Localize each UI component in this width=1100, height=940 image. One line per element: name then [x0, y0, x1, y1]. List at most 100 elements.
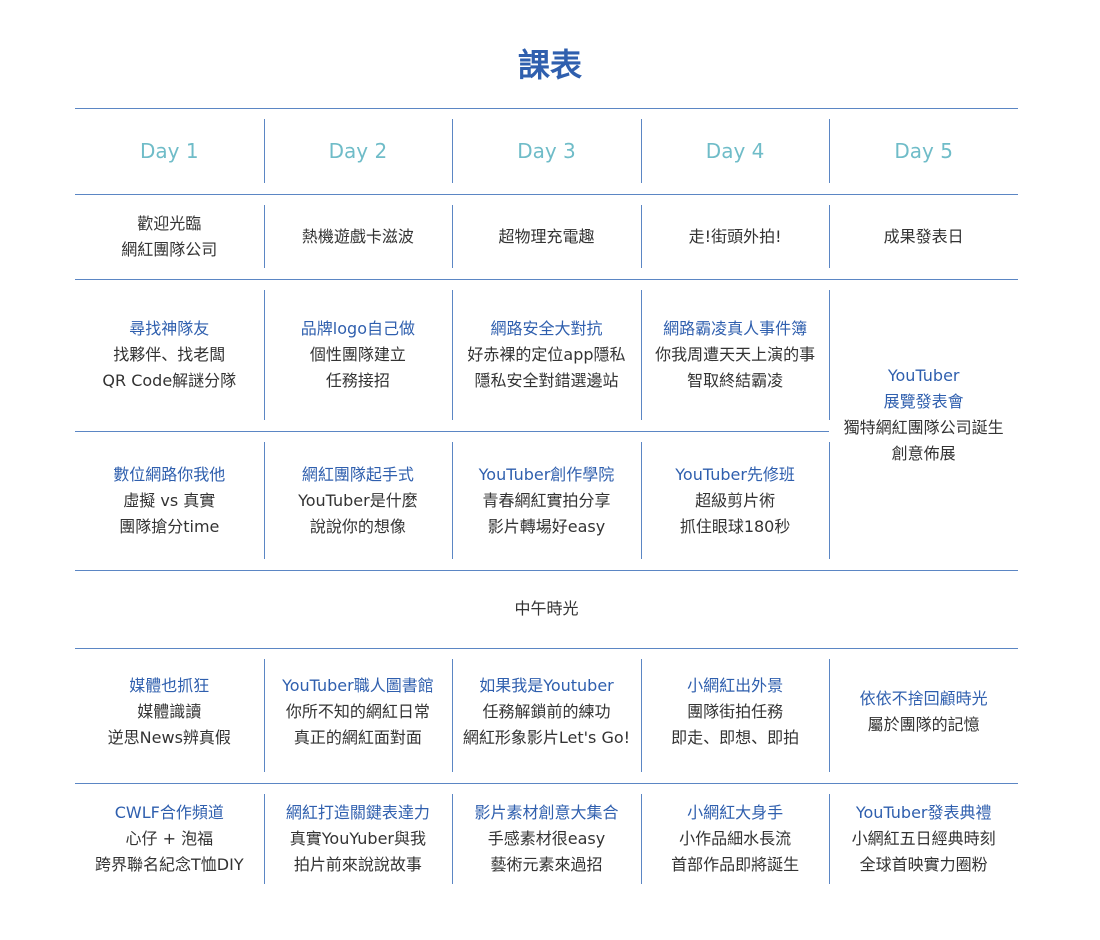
session-line: 個性團隊建立	[309, 345, 406, 364]
session-line: 任務解鎖前的練功	[482, 701, 611, 721]
session-cell: YouTuber職人圖書館你所不知的網紅日常真正的網紅面對面	[264, 648, 453, 775]
divider	[75, 783, 1018, 784]
theme-line: 走!街頭外拍!	[688, 226, 782, 246]
divider	[829, 205, 830, 268]
session-title: 網路霸凌真人事件簿	[663, 319, 808, 338]
divider	[641, 442, 642, 559]
divider	[452, 442, 453, 559]
divider	[452, 794, 453, 884]
session-cell: YouTuber發表典禮小網紅五日經典時刻全球首映實力圈粉	[829, 783, 1018, 895]
divider	[829, 442, 830, 559]
page-title: 課表	[517, 46, 582, 84]
divider	[264, 794, 265, 884]
session-line: 超級剪片術	[695, 490, 776, 510]
session-line: 你所不知的網紅日常	[285, 701, 430, 721]
theme-line: 成果發表日	[883, 226, 964, 246]
session-title: YouTuber	[887, 365, 960, 385]
session-title: YouTuber職人圖書館	[282, 675, 434, 695]
session-line: YouTuber是什麼	[298, 490, 418, 510]
lunch-label: 中午時光	[514, 599, 579, 618]
divider	[264, 205, 265, 268]
session-title: 小網紅大身手	[687, 803, 784, 822]
theme-line: 熱機遊戲卡滋波	[301, 226, 414, 246]
session-line: 小網紅五日經典時刻	[851, 829, 996, 848]
session-line: 即走、即想、即拍	[671, 727, 800, 747]
divider	[264, 659, 265, 772]
session-cell: 品牌logo自己做個性團隊建立任務接招	[264, 279, 453, 431]
session-line: 好赤裸的定位app隱私	[467, 345, 626, 364]
day-header: Day 3	[452, 108, 641, 194]
session-title: 依依不捨回顧時光	[859, 688, 988, 708]
day-label: Day 5	[894, 139, 953, 163]
divider	[75, 279, 1018, 280]
divider	[264, 442, 265, 559]
day-header: Day 4	[641, 108, 830, 194]
session-title: 網紅團隊起手式	[301, 464, 414, 484]
session-cell: 依依不捨回顧時光屬於團隊的記憶	[829, 648, 1018, 775]
session-line: 虛擬 vs 真實	[123, 490, 216, 510]
session-line: 任務接招	[325, 371, 390, 390]
session-line: 全球首映實力圈粉	[859, 855, 988, 874]
session-title: YouTuber創作學院	[478, 464, 615, 484]
session-line: 創意佈展	[891, 443, 956, 463]
session-line: 青春網紅實拍分享	[482, 490, 611, 510]
divider	[75, 194, 1018, 195]
lunch-row: 中午時光	[75, 570, 1018, 648]
session-title: 數位網路你我他	[113, 464, 226, 484]
session-cell: 網路安全大對抗好赤裸的定位app隱私隱私安全對錯選邊站	[452, 279, 641, 431]
session-line: 心仔 + 泡福	[125, 829, 214, 848]
divider	[75, 108, 1018, 109]
session-line: 團隊街拍任務	[687, 701, 784, 721]
day-label: Day 4	[705, 139, 765, 163]
session-line: 拍片前來說說故事	[293, 855, 422, 874]
divider	[75, 648, 1018, 649]
session-cell: 數位網路你我他虛擬 vs 真實團隊搶分time	[75, 431, 264, 570]
divider	[829, 290, 830, 420]
session-line: 智取終結霸凌	[687, 371, 784, 390]
session-line: 獨特網紅團隊公司誕生	[843, 417, 1004, 437]
session-cell: 小網紅大身手小作品細水長流首部作品即將誕生	[641, 783, 830, 895]
session-cell: CWLF合作頻道心仔 + 泡福跨界聯名紀念T恤DIY	[75, 783, 264, 895]
day-header: Day 1	[75, 108, 264, 194]
session-cell: YouTuber先修班超級剪片術抓住眼球180秒	[641, 431, 830, 570]
session-line: 抓住眼球180秒	[679, 516, 791, 536]
divider	[452, 119, 453, 183]
session-title: YouTuber發表典禮	[855, 803, 992, 822]
divider	[452, 205, 453, 268]
day-theme: 走!街頭外拍!	[641, 194, 830, 279]
session-title: 影片素材創意大集合	[474, 803, 619, 822]
session-line: 隱私安全對錯選邊站	[474, 371, 619, 390]
session-title: YouTuber先修班	[675, 464, 795, 484]
divider	[641, 119, 642, 183]
session-title: 小網紅出外景	[687, 675, 784, 695]
session-line: 手感素材很easy	[487, 829, 606, 848]
session-title: 如果我是Youtuber	[479, 675, 614, 695]
theme-line: 超物理充電趣	[498, 226, 595, 246]
session-title: 網路安全大對抗	[490, 319, 603, 338]
session-line: 團隊搶分time	[119, 516, 220, 536]
day-theme: 超物理充電趣	[452, 194, 641, 279]
session-line: 逆思News辨真假	[107, 727, 231, 747]
theme-line: 歡迎光臨	[137, 213, 202, 233]
session-line: 媒體識讀	[137, 701, 202, 721]
session-line: 影片轉場好easy	[487, 516, 606, 536]
day-label: Day 3	[517, 139, 576, 163]
session-cell: 網路霸凌真人事件簿你我周遭天天上演的事智取終結霸凌	[641, 279, 830, 431]
session-line: 小作品細水長流	[679, 829, 792, 848]
session-line: 說說你的想像	[309, 516, 406, 536]
theme-line: 網紅團隊公司	[121, 239, 218, 259]
divider	[452, 290, 453, 420]
divider	[264, 119, 265, 183]
divider	[641, 659, 642, 772]
session-title: 展覽發表會	[883, 391, 964, 411]
day-label: Day 2	[328, 139, 388, 163]
session-line: 藝術元素來過招	[490, 855, 603, 874]
session-cell: 小網紅出外景團隊街拍任務即走、即想、即拍	[641, 648, 830, 775]
session-line: 跨界聯名紀念T恤DIY	[95, 855, 244, 874]
session-title: 尋找神隊友	[129, 319, 210, 338]
session-title: 媒體也抓狂	[129, 675, 210, 695]
day5-morning-cell: YouTuber 展覽發表會獨特網紅團隊公司誕生創意佈展	[829, 279, 1018, 550]
divider	[829, 659, 830, 772]
